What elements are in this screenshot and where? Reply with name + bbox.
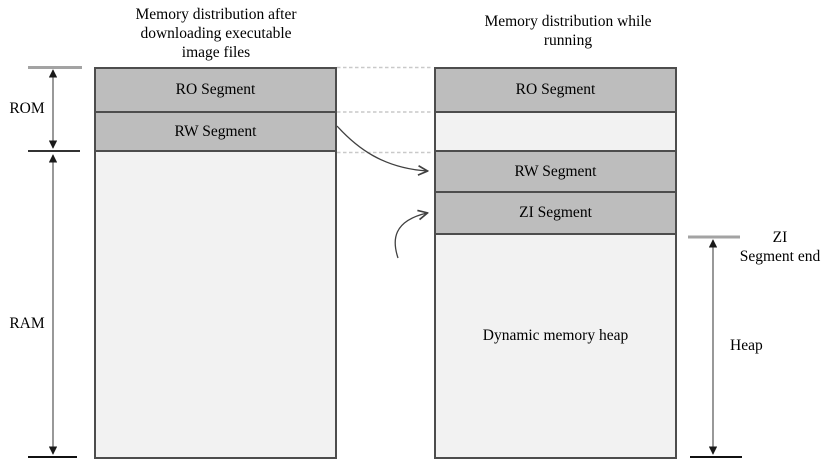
right-zi-segment: ZI Segment [436, 193, 675, 235]
zi-segment-end-label: ZI Segment end [739, 229, 821, 265]
right-rw-segment-label: RW Segment [514, 162, 597, 180]
zi-segment-pointer-arrow [394, 213, 427, 259]
rw-segment-copy-arrow [336, 125, 427, 171]
right-ro-segment: RO Segment [436, 69, 675, 113]
right-empty-gap [436, 113, 675, 152]
left-ro-segment: RO Segment [96, 69, 335, 113]
left-rw-segment-label: RW Segment [174, 122, 257, 140]
heap-label: Heap [730, 337, 763, 354]
dynamic-memory-heap-label: Dynamic memory heap [482, 327, 629, 344]
left-rw-segment: RW Segment [96, 113, 335, 152]
memory-column-while-running: RO Segment RW Segment ZI Segment Dynamic… [434, 67, 677, 459]
right-zi-segment-label: ZI Segment [519, 204, 592, 221]
left-empty-ram-area [96, 152, 335, 457]
ram-label: RAM [9, 315, 45, 332]
left-ro-segment-label: RO Segment [175, 81, 256, 98]
left-column-title: Memory distribution after downloading ex… [135, 6, 297, 61]
right-column-title: Memory distribution while running [484, 13, 652, 49]
right-ro-segment-label: RO Segment [515, 81, 596, 98]
dynamic-memory-heap-area: Dynamic memory heap [436, 235, 675, 453]
rom-label: ROM [9, 100, 45, 117]
memory-column-after-download: RO Segment RW Segment [94, 67, 337, 459]
right-rw-segment: RW Segment [436, 152, 675, 193]
